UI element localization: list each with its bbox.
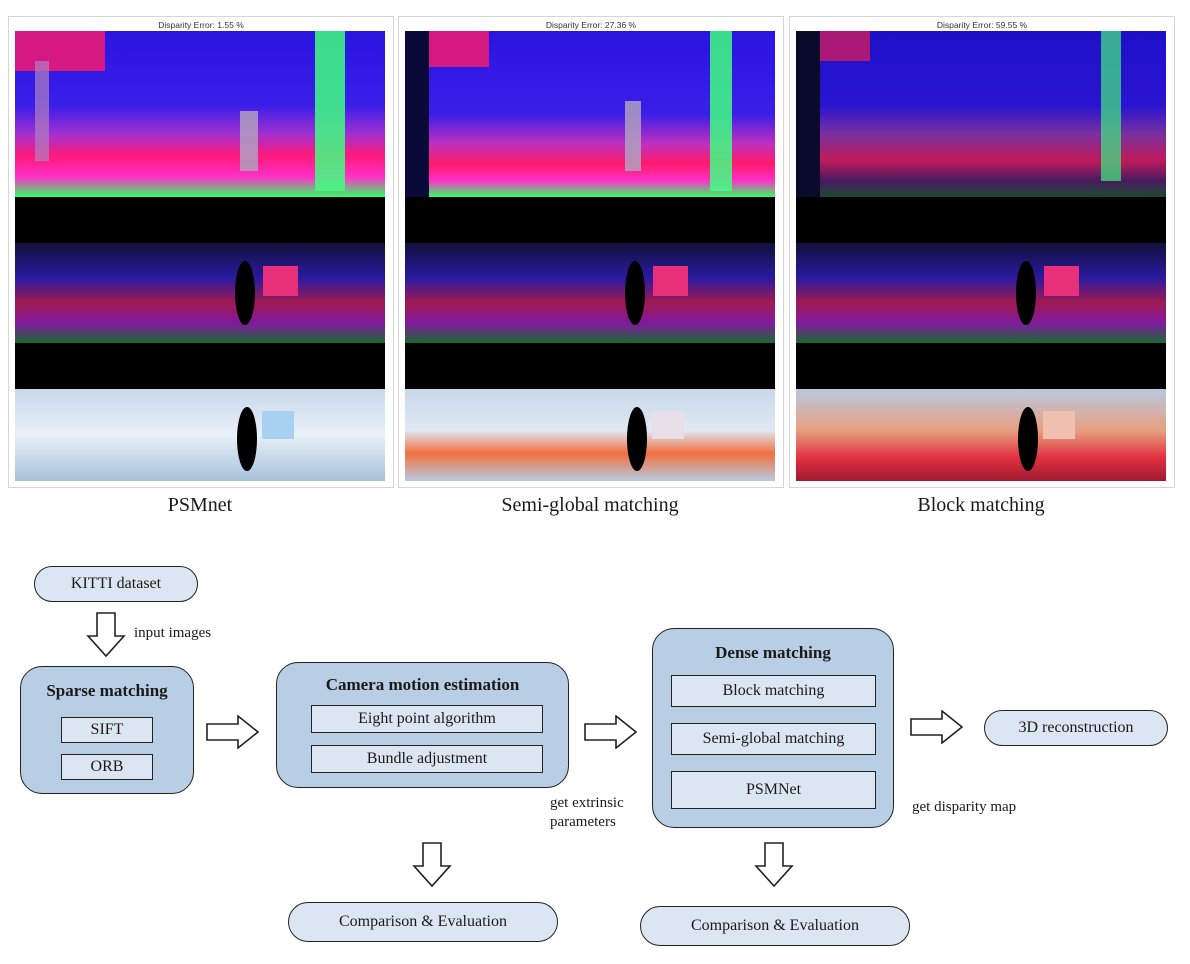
camera-motion-title: Camera motion estimation [325,675,520,694]
method-label-psmnet: PSMnet [167,494,233,516]
disparity-map-image-semi-global [405,31,775,481]
right-arrow-icon [584,715,638,749]
comparison-evaluation-node-dense: Comparison & Evaluation [640,906,910,946]
right-arrow-icon [910,710,964,744]
panel-semi-global: Disparity Error: 27.36 % [398,16,784,488]
disparity-error-label: Disparity Error: 27.36 % [545,20,637,30]
right-arrow-icon [206,715,260,749]
panel-psmnet: Disparity Error: 1.55 % [8,16,394,488]
input-images-label: input images [134,625,212,641]
down-arrow-icon [412,842,452,888]
psmnet-node: PSMNet [671,771,876,809]
orb-node: ORB [61,754,153,780]
disparity-error-label: Disparity Error: 1.55 % [158,20,244,30]
dense-matching-block: Dense matching Block matching Semi-globa… [652,628,894,828]
down-arrow-icon [86,612,126,658]
method-label-block-matching: Block matching [917,494,1045,516]
disparity-map-image-block-matching [796,31,1166,481]
disparity-map-label: get disparity map [912,799,1017,815]
disparity-map-image-psmnet [15,31,385,481]
method-label-semi-global: Semi-global matching [501,494,679,516]
3d-reconstruction-node: 3D reconstruction [984,710,1168,746]
block-matching-node: Block matching [671,675,876,707]
extrinsic-parameters-label: get extrinsic parameters [550,794,624,832]
sparse-matching-block: Sparse matching SIFT ORB [20,666,194,794]
camera-motion-estimation-block: Camera motion estimation Eight point alg… [276,662,569,788]
kitti-dataset-node: KITTI dataset [34,566,198,602]
semi-global-matching-node: Semi-global matching [671,723,876,755]
sparse-matching-title: Sparse matching [46,681,168,700]
extrinsic-label-line-1: get extrinsic [550,795,624,811]
bundle-adjustment-node: Bundle adjustment [311,745,543,773]
down-arrow-icon [754,842,794,888]
panel-block-matching: Disparity Error: 59.55 % [789,16,1175,488]
eight-point-algorithm-node: Eight point algorithm [311,705,543,733]
comparison-evaluation-node-motion: Comparison & Evaluation [288,902,558,942]
dense-matching-title: Dense matching [715,643,831,662]
extrinsic-label-line-2: parameters [550,814,616,830]
sift-node: SIFT [61,717,153,743]
disparity-error-label: Disparity Error: 59.55 % [936,20,1028,30]
